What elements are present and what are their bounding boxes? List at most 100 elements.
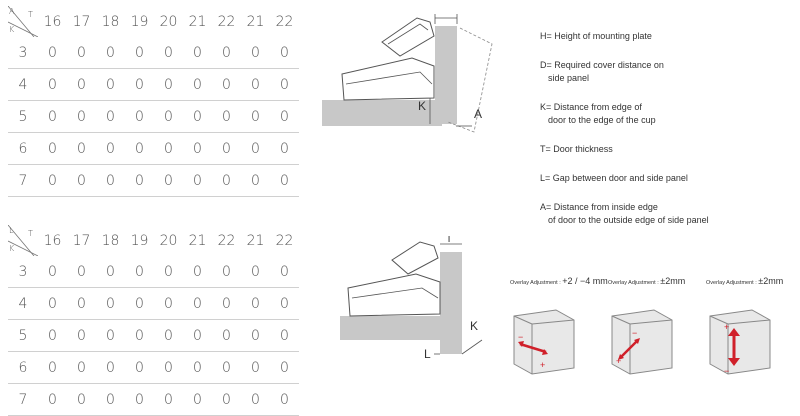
row-label: 3 <box>8 37 38 69</box>
table-cell: 0 <box>154 319 183 352</box>
column-header: 22 <box>217 13 236 30</box>
column-header: 18 <box>101 232 120 249</box>
adjustment-label: Overlay Adjustment : <box>510 280 561 286</box>
table-cell: 0 <box>154 164 183 197</box>
row-label: 4 <box>8 68 38 101</box>
table-cell: 0 <box>125 100 154 133</box>
table-cell: 0 <box>67 100 96 133</box>
hinge-diagram-bottom: T K L <box>340 236 483 361</box>
adjustment-value: ±2mm <box>758 276 784 286</box>
label-k: K <box>418 99 426 113</box>
table-cell: 0 <box>38 319 67 352</box>
legend-text: Gap between door and side panel <box>552 173 688 183</box>
legend-text: Door thickness <box>553 144 613 154</box>
corner-top-label: A <box>9 7 15 16</box>
table-cell: 0 <box>183 37 212 69</box>
overlay-adjustment-3: Overlay Adjustment : ±2mm <box>706 276 783 286</box>
table-cell: 0 <box>38 100 67 133</box>
table-cell: 0 <box>67 287 96 320</box>
row-label: 6 <box>8 351 38 384</box>
legend-key: A= <box>540 202 552 212</box>
table-cell: 0 <box>183 132 212 165</box>
table-cell: 0 <box>96 287 125 320</box>
corner-right-label: T <box>28 229 33 238</box>
table-cell: 0 <box>96 383 125 416</box>
table-cell: 0 <box>212 37 241 69</box>
table-cell: 0 <box>125 37 154 69</box>
legend-key: T= <box>540 144 551 154</box>
label-l: L <box>424 347 431 361</box>
label-a: A <box>474 107 482 121</box>
table-cell: 0 <box>212 351 241 384</box>
column-header: 20 <box>159 232 178 249</box>
table-cell: 0 <box>154 132 183 165</box>
row-label: 3 <box>8 256 38 288</box>
row-label: 4 <box>8 287 38 320</box>
column-header: 17 <box>72 232 91 249</box>
table-cell: 0 <box>67 132 96 165</box>
table-cell: 0 <box>96 319 125 352</box>
table-cell: 0 <box>125 68 154 101</box>
column-header: 20 <box>159 13 178 30</box>
column-header: 19 <box>130 232 149 249</box>
table-cell: 0 <box>212 287 241 320</box>
legend-text-cont: door to the edge of the cup <box>548 115 656 125</box>
table-cell: 0 <box>241 351 270 384</box>
svg-text:−: − <box>632 328 637 338</box>
column-header: 22 <box>275 232 294 249</box>
table-cell: 0 <box>67 383 96 416</box>
cabinet-depth-adjust-icon: + − <box>611 309 673 375</box>
table-cell: 0 <box>125 351 154 384</box>
table-cell: 0 <box>183 351 212 384</box>
legend-text: Height of mounting plate <box>554 31 652 41</box>
column-header: 19 <box>130 13 149 30</box>
table-cell: 0 <box>183 68 212 101</box>
row-label: 7 <box>8 383 38 416</box>
table-cell: 0 <box>270 351 299 384</box>
table-cell: 0 <box>270 256 299 288</box>
table-cell: 0 <box>270 164 299 197</box>
corner-top-label: L <box>9 226 14 235</box>
table-cell: 0 <box>241 37 270 69</box>
table-cell: 0 <box>183 383 212 416</box>
column-header: 16 <box>43 13 62 30</box>
column-header: 17 <box>72 13 91 30</box>
adjustment-label: Overlay Adjustment : <box>608 280 659 286</box>
table-cell: 0 <box>38 68 67 101</box>
table-cell: 0 <box>154 68 183 101</box>
table-cell: 0 <box>38 287 67 320</box>
table-cell: 0 <box>38 256 67 288</box>
table-cell: 0 <box>183 256 212 288</box>
table-cell: 0 <box>241 319 270 352</box>
column-header: 21 <box>188 13 207 30</box>
adjustment-label: Overlay Adjustment : <box>706 280 757 286</box>
column-header: 21 <box>246 13 265 30</box>
cabinet-height-adjust-icon: + − <box>709 309 771 376</box>
legend-key: D= <box>540 60 552 70</box>
table-cell: 0 <box>183 100 212 133</box>
table-cell: 0 <box>96 351 125 384</box>
column-header: 21 <box>188 232 207 249</box>
door-panel <box>435 26 457 124</box>
table-cell: 0 <box>67 164 96 197</box>
table-cell: 0 <box>154 256 183 288</box>
table-cell: 0 <box>241 383 270 416</box>
table-cell: 0 <box>154 383 183 416</box>
table-cell: 0 <box>125 132 154 165</box>
table-cell: 0 <box>212 68 241 101</box>
svg-text:+: + <box>724 322 729 332</box>
table-cell: 0 <box>270 100 299 133</box>
